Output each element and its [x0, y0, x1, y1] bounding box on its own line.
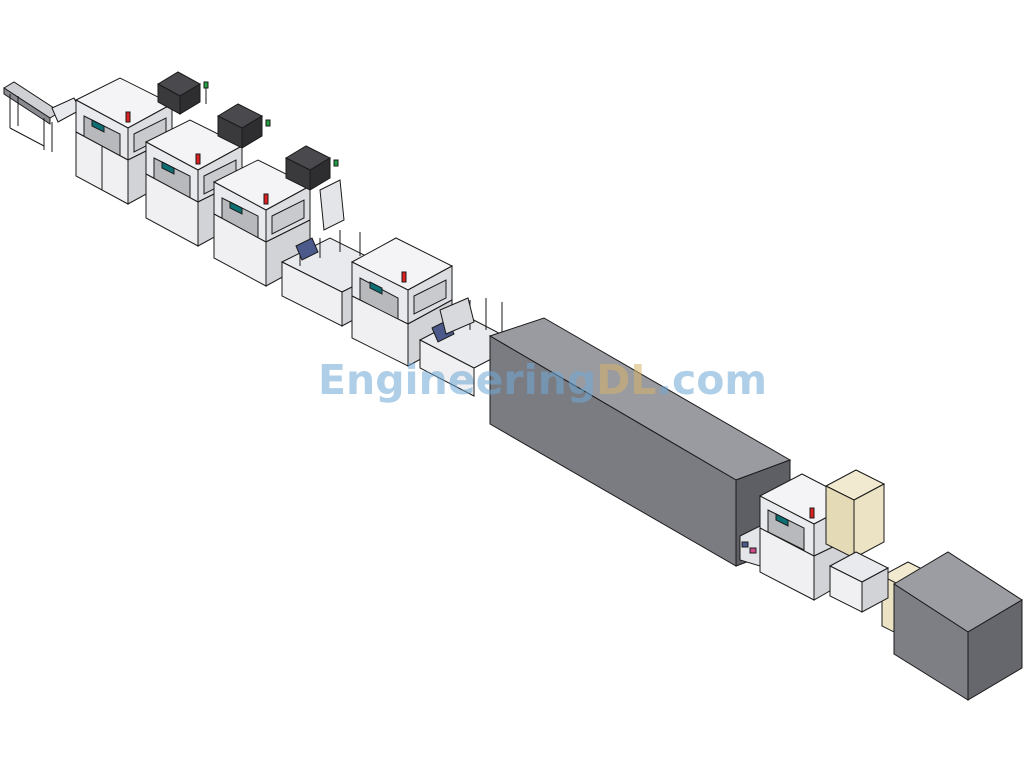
infeed-conveyor [3, 81, 81, 152]
rack-cabinet [828, 551, 890, 613]
assembly-station-2 [144, 103, 271, 247]
outfeed-enclosure [893, 551, 1023, 701]
part-tray-stack-1 [156, 71, 202, 115]
part-tray-stack-3 [284, 145, 332, 191]
curing-oven-tunnel [488, 317, 792, 567]
assembly-station-4 [350, 237, 454, 367]
assembly-station-3 [212, 145, 345, 287]
part-tray-stack-2 [216, 103, 264, 149]
control-cabinet [824, 469, 938, 641]
